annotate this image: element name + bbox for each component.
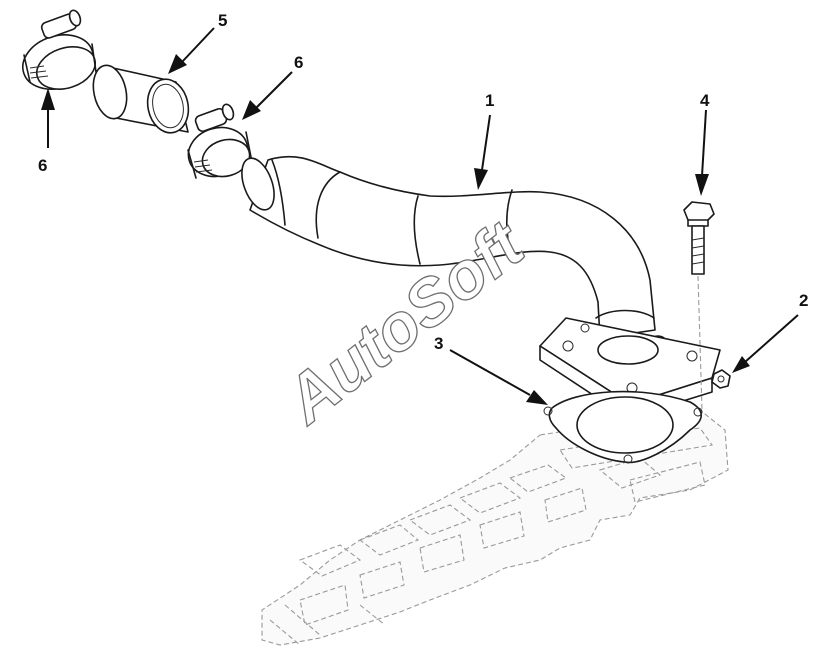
callout-1: 1 bbox=[485, 91, 494, 110]
callout-6-right: 6 bbox=[294, 53, 303, 72]
gasket bbox=[543, 390, 703, 464]
callout-2: 2 bbox=[799, 291, 808, 310]
callout-4: 4 bbox=[700, 91, 710, 110]
hose-clamp-left bbox=[22, 9, 97, 90]
hose-clamp-right bbox=[187, 103, 253, 179]
callout-labels: 1 2 3 4 5 6 6 bbox=[38, 11, 808, 353]
engine-block-ghost bbox=[261, 409, 729, 646]
rubber-sleeve bbox=[92, 64, 190, 134]
callout-3: 3 bbox=[434, 334, 443, 353]
callout-5: 5 bbox=[218, 11, 227, 30]
callout-arrows bbox=[41, 27, 799, 405]
callout-6-left: 6 bbox=[38, 156, 47, 175]
pipe-plug bbox=[711, 369, 731, 389]
capscrew bbox=[683, 201, 715, 411]
